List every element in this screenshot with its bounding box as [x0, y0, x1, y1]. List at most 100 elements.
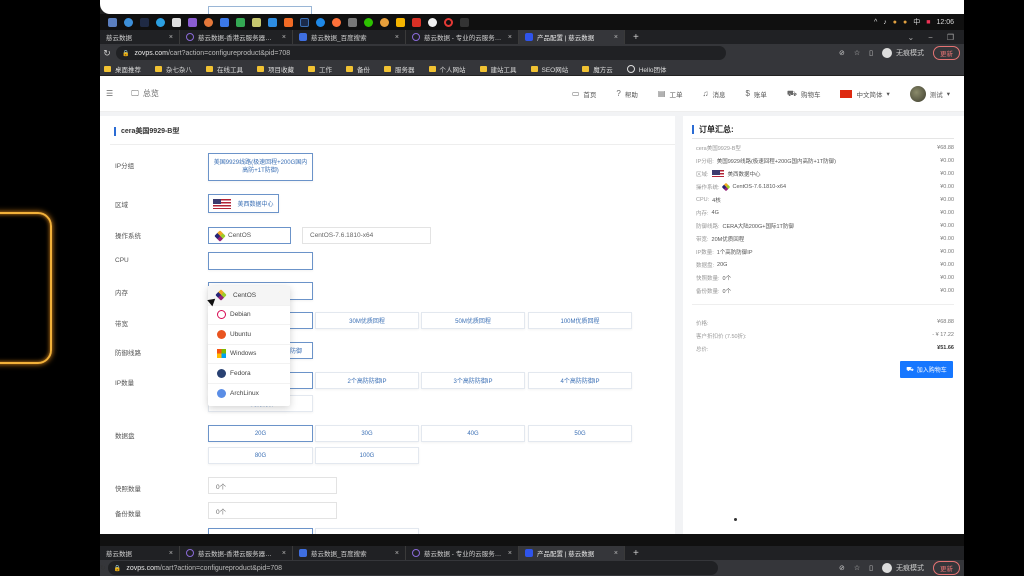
os-option-archlinux[interactable]: ArchLinux [208, 384, 290, 404]
app-icon[interactable] [204, 17, 213, 27]
bookmark-folder[interactable]: 桌面推荐 [104, 64, 141, 74]
app-icon[interactable] [140, 17, 149, 27]
tray-app-icon[interactable]: ● [903, 18, 908, 26]
region-option[interactable]: 美西数据中心 [208, 194, 279, 213]
close-tab-icon[interactable]: × [613, 33, 618, 41]
backup-count-input[interactable]: 0个 [208, 502, 337, 519]
browser-tab[interactable]: 慈云数据× [100, 30, 180, 44]
os-option-fedora[interactable]: Fedora [208, 364, 290, 384]
app-icon[interactable] [252, 17, 261, 27]
nav-home[interactable]: ▭首页 [571, 89, 597, 99]
bookmark-link[interactable]: Hello团体 [626, 64, 667, 74]
nav-ticket[interactable]: ▤工单 [657, 89, 683, 99]
new-tab-button[interactable]: + [633, 547, 639, 559]
os-option-ubuntu[interactable]: Ubuntu [208, 325, 290, 345]
bandwidth-option[interactable]: 50M优质回程 [421, 312, 525, 329]
cpu-option[interactable] [208, 252, 313, 270]
bookmark-folder[interactable]: 服务器 [384, 64, 415, 74]
visual-studio-icon[interactable] [188, 17, 197, 27]
bookmark-folder[interactable]: 在线工具 [206, 64, 243, 74]
tab-search-icon[interactable]: ⌄ [907, 32, 915, 42]
lock-icon[interactable]: 🔒 [122, 50, 130, 57]
app-icon[interactable] [124, 17, 133, 27]
wps-icon[interactable] [412, 17, 421, 27]
restore-button[interactable]: ❐ [946, 32, 954, 42]
clock[interactable]: 12:06 [936, 18, 954, 26]
reload-icon[interactable]: ↻ [100, 565, 106, 572]
nav-cart[interactable]: ⛟购物车 [786, 88, 821, 99]
browser-tab[interactable]: 慈云数据 - 专业的云服务器、云× [406, 30, 519, 44]
os-version-select[interactable]: CentOS-7.6.1810-x64 [302, 227, 431, 244]
side-panel-icon[interactable]: ▯ [869, 50, 873, 57]
close-tab-icon[interactable]: × [281, 549, 286, 557]
bandwidth-option[interactable]: 100M优质回程 [528, 312, 632, 329]
close-tab-icon[interactable]: × [394, 549, 399, 557]
bookmark-folder[interactable]: SEO网站 [530, 64, 568, 74]
eye-off-icon[interactable]: ⊘ [838, 565, 845, 572]
app-icon[interactable] [236, 17, 245, 27]
nav-messages[interactable]: ♫消息 [702, 89, 726, 99]
close-tab-icon[interactable]: × [168, 33, 173, 41]
browser-tab[interactable]: 慈云数据-香港云服务器主机租用× [180, 30, 293, 44]
bookmark-folder[interactable]: 备份 [346, 64, 370, 74]
tray-app-icon[interactable]: ● [892, 18, 897, 26]
snapshot-count-input[interactable]: 0个 [208, 477, 337, 494]
disk-option[interactable]: 30G [315, 425, 419, 442]
eye-off-icon[interactable]: ⊘ [838, 50, 845, 57]
browser-tab[interactable]: 慈云数据-香港云服务器主机租用× [180, 546, 293, 560]
wechat-icon[interactable] [364, 17, 373, 27]
incognito-profile[interactable]: 无痕模式 [882, 48, 924, 58]
bookmark-folder[interactable]: 魔方云 [582, 64, 613, 74]
app-icon[interactable] [108, 17, 117, 27]
overview-link[interactable]: 🖵总览 [131, 88, 159, 99]
user-menu[interactable]: 测试▾ [909, 85, 950, 102]
url-bar[interactable]: 🔒 zovps.com/cart?action=configureproduct… [116, 46, 726, 60]
url-bar[interactable]: 🔒zovps.com/cart?action=configureproduct&… [107, 561, 718, 575]
ime-indicator[interactable]: 中 [913, 19, 921, 26]
os-option-centos[interactable]: CentOS [208, 286, 290, 306]
record-icon[interactable] [444, 17, 453, 27]
app-icon[interactable] [156, 17, 165, 27]
chrome-icon[interactable] [380, 17, 389, 27]
bandwidth-option[interactable]: 30M优质回程 [315, 312, 419, 329]
add-to-cart-button[interactable]: ⛟加入购物车 [900, 361, 953, 378]
app-icon[interactable] [220, 17, 229, 27]
app-icon[interactable] [316, 17, 325, 27]
disk-option[interactable]: 100G [315, 447, 419, 464]
os-select[interactable]: CentOS [208, 227, 291, 244]
lock-icon[interactable]: 🔒 [113, 565, 122, 572]
bookmark-star-icon[interactable]: ☆ [853, 50, 861, 57]
bookmark-star-icon[interactable]: ☆ [853, 565, 861, 572]
firefox-icon[interactable] [332, 17, 341, 27]
app-icon[interactable] [348, 17, 357, 27]
close-tab-icon[interactable]: × [613, 549, 618, 557]
ip-count-option[interactable]: 4个高防防御IP [528, 372, 632, 389]
update-button[interactable]: 更新 [933, 46, 960, 60]
ip-count-option[interactable]: 3个高防防御IP [421, 372, 525, 389]
close-tab-icon[interactable]: × [507, 33, 512, 41]
browser-tab-active[interactable]: 产品配置 | 慈云数据× [519, 30, 625, 44]
browser-tab[interactable]: 慈云数据× [100, 546, 180, 560]
volume-icon[interactable]: ♪ [883, 18, 887, 26]
disk-option[interactable]: 50G [528, 425, 632, 442]
browser-tab-active[interactable]: 产品配置 | 慈云数据× [519, 546, 625, 560]
app-icon[interactable] [268, 17, 277, 27]
os-option-windows[interactable]: Windows [208, 345, 290, 364]
photoshop-icon[interactable] [300, 17, 309, 27]
new-tab-button[interactable]: + [633, 31, 639, 43]
app-icon[interactable] [172, 17, 181, 27]
nav-billing[interactable]: $账单 [745, 89, 767, 99]
bookmark-folder[interactable]: 项目收藏 [257, 64, 294, 74]
nav-help[interactable]: ?帮助 [616, 89, 638, 99]
reload-icon[interactable]: ↻ [103, 47, 111, 58]
side-panel-icon[interactable]: ▯ [869, 565, 873, 572]
bookmark-folder[interactable]: 个人网站 [428, 64, 466, 74]
close-tab-icon[interactable]: × [507, 549, 512, 557]
tray-app-icon[interactable]: ■ [926, 18, 931, 26]
close-tab-icon[interactable]: × [394, 33, 399, 41]
app-icon[interactable] [460, 17, 469, 27]
minimize-button[interactable]: − [928, 32, 933, 42]
disk-option[interactable]: 40G [421, 425, 525, 442]
close-tab-icon[interactable]: × [281, 33, 286, 41]
disk-option[interactable]: 20G [208, 425, 313, 442]
